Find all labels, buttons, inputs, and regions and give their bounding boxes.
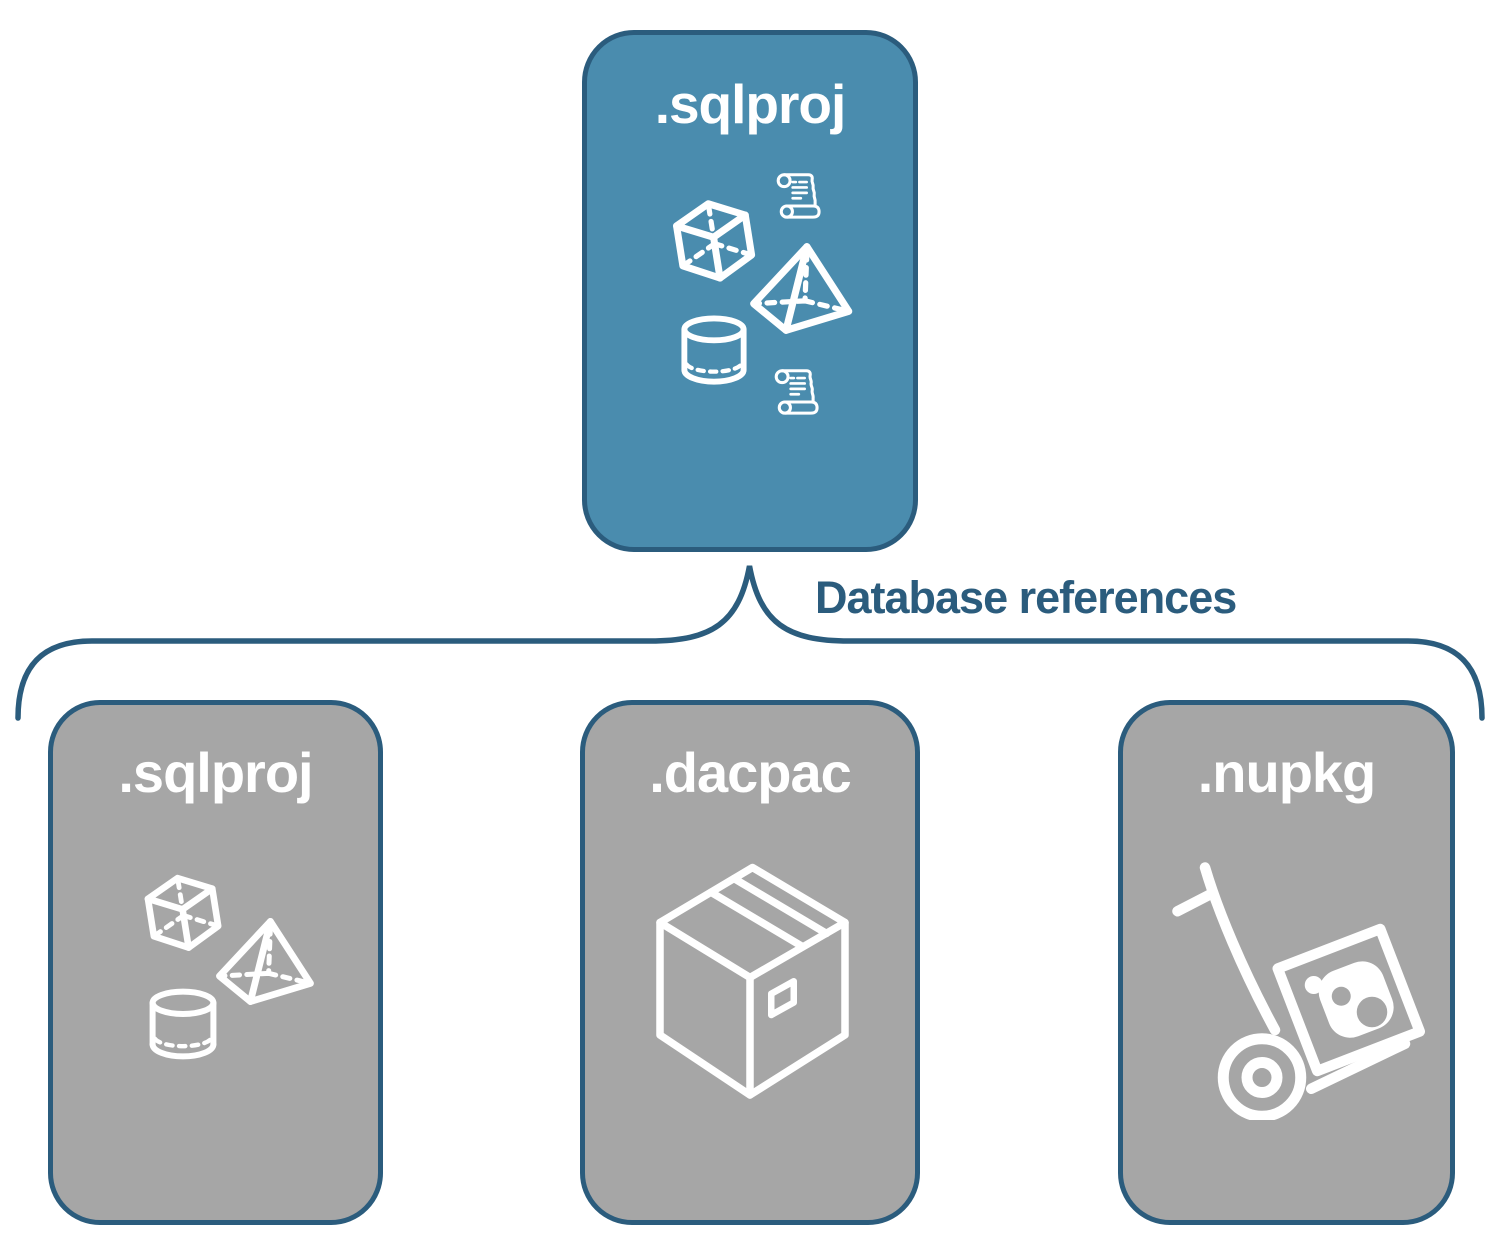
child-node-label: .dacpac [649, 741, 852, 804]
scroll-icon [776, 173, 821, 219]
pyramid-icon [754, 247, 849, 331]
cube-icon [674, 198, 754, 283]
scroll-icon [774, 369, 819, 415]
child-node-nupkg: .nupkg [1118, 700, 1455, 1225]
child-node-dacpac: .dacpac [580, 700, 920, 1225]
sql-objects-icon-cluster [135, 865, 375, 1085]
child-node-sqlproj: .sqlproj [48, 700, 383, 1225]
sql-objects-icon-cluster [645, 173, 905, 415]
pyramid-icon [219, 921, 310, 1001]
child-node-label: .sqlproj [118, 741, 313, 804]
cube-icon [145, 873, 220, 953]
package-box-icon [630, 860, 880, 1110]
root-node-sqlproj: .sqlproj [582, 30, 918, 552]
hand-truck-package-icon [1165, 860, 1425, 1120]
cylinder-icon [153, 992, 214, 1057]
child-node-label: .nupkg [1197, 741, 1377, 804]
root-node-label: .sqlproj [654, 73, 847, 135]
cylinder-icon [684, 318, 743, 381]
edge-label: Database references [815, 572, 1237, 623]
